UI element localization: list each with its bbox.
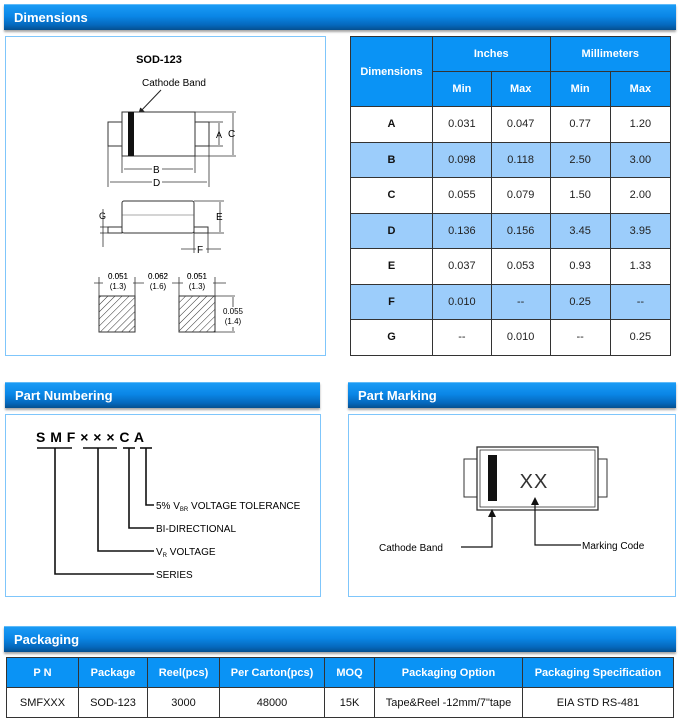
legend-voltage: VR VOLTAGE [156, 547, 216, 559]
cathode-band [488, 455, 497, 501]
pad-gap-mm: (1.6) [150, 282, 167, 291]
pad-width-mm: (1.3) [110, 282, 127, 291]
dimensions-section-header: Dimensions [4, 4, 676, 30]
col-reel: Reel(pcs) [147, 657, 220, 688]
part-numbering-panel: S M F × × × C A 5% VBR VOLTAGE TOLERANCE… [5, 414, 321, 597]
marking-code-label: Marking Code [582, 541, 645, 552]
dim-label-c: C [228, 129, 235, 140]
part-numbering-section-header: Part Numbering [5, 382, 320, 408]
left-pad [98, 295, 136, 333]
part-number-diagram: S M F × × × C A 5% VBR VOLTAGE TOLERANCE… [36, 429, 301, 581]
dim-label-f: F [197, 245, 203, 256]
dimensions-drawing-panel: SOD-123 Cathode Band A C B D [5, 36, 326, 356]
dimensions-table: Dimensions Inches Millimeters Min Max Mi… [350, 36, 672, 356]
dim-label-e: E [216, 212, 223, 223]
pad-height-inches: 0.055 [223, 307, 244, 316]
pad-height-mm: (1.4) [225, 317, 242, 326]
dim-label-b: B [153, 165, 160, 176]
right-pad [178, 295, 216, 333]
col-pn: P N [6, 657, 79, 688]
svg-text:0.051: 0.051 [187, 272, 208, 281]
dim-label-g: G [99, 211, 106, 221]
col-per-carton: Per Carton(pcs) [219, 657, 325, 688]
legend-bidirectional: BI-DIRECTIONAL [156, 524, 236, 535]
pad-width2-inches: 0.051 [187, 272, 208, 281]
svg-text:0.051: 0.051 [108, 272, 129, 281]
part-number-code: S M F × × × C A [36, 429, 145, 445]
col-moq: MOQ [324, 657, 375, 688]
svg-text:0.062: 0.062 [148, 272, 169, 281]
col-inches-min: Min [432, 71, 492, 107]
col-millimeters: Millimeters [549, 36, 672, 72]
packaging-section-header: Packaging [4, 626, 676, 652]
pad-gap-inches: 0.062 [148, 272, 169, 281]
col-inches-max: Max [490, 71, 551, 107]
legend-series: SERIES [156, 570, 193, 581]
marking-code-text: XX [520, 471, 549, 493]
pad-width2-mm: (1.3) [189, 282, 206, 291]
part-marking-section-header: Part Marking [348, 382, 676, 408]
cathode-band-marking-label: Cathode Band [379, 543, 443, 554]
dim-label-d: D [153, 178, 160, 189]
legend-tolerance: 5% VBR VOLTAGE TOLERANCE [156, 501, 301, 513]
col-inches: Inches [432, 36, 551, 72]
part-marking-diagram: XX Cathode Band Marking Code [379, 446, 645, 554]
col-packaging-option: Packaging Option [374, 657, 523, 688]
col-dimensions: Dimensions [350, 36, 433, 107]
col-packaging-spec: Packaging Specification [522, 657, 674, 688]
packaging-table: P N Package Reel(pcs) Per Carton(pcs) MO… [6, 657, 674, 718]
cathode-band-label: Cathode Band [142, 78, 206, 89]
sod123-outline-drawing: SOD-123 Cathode Band A C B D [94, 54, 249, 333]
col-mm-max: Max [609, 71, 672, 107]
table-row: SMFXXX SOD-123 3000 48000 15K Tape&Reel … [6, 687, 674, 718]
table-row: G--0.010--0.25 [350, 319, 672, 356]
col-package: Package [78, 657, 148, 688]
part-marking-panel: XX Cathode Band Marking Code [348, 414, 676, 597]
package-name: SOD-123 [136, 54, 182, 66]
col-mm-min: Min [549, 71, 611, 107]
pad-width-inches: 0.051 [108, 272, 129, 281]
dim-label-a: A [216, 130, 222, 140]
